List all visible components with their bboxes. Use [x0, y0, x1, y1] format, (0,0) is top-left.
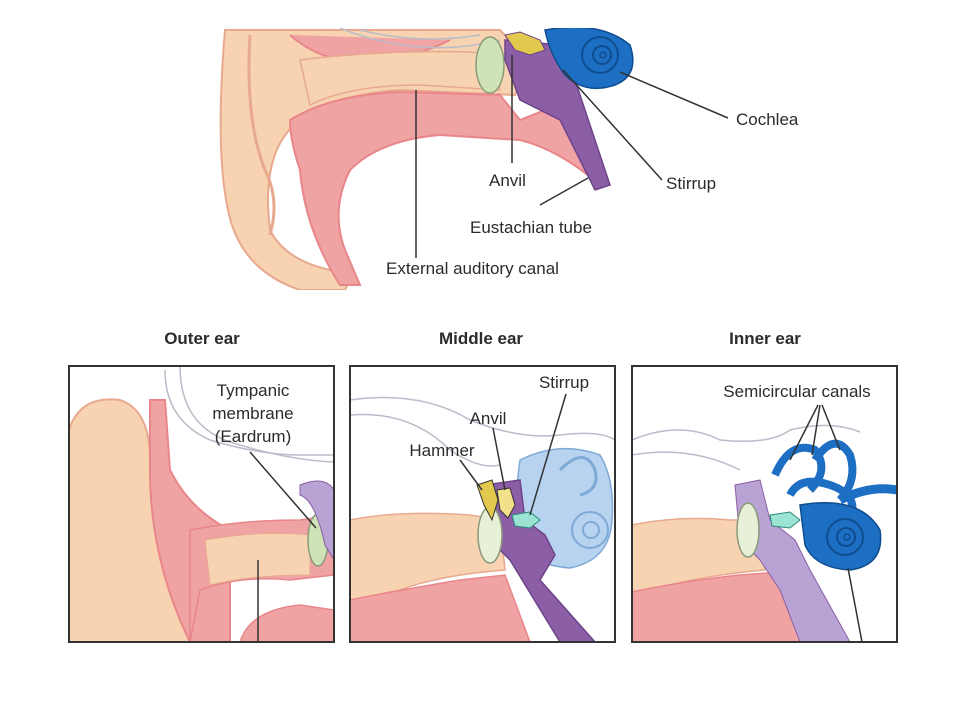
middle-canal-lower: [350, 574, 531, 642]
label-external-auditory-canal: External auditory canal: [386, 259, 559, 278]
inner-leader-cochlea: [847, 567, 863, 643]
middle-cochlea-spiral: [571, 511, 609, 549]
outer-contour: [164, 369, 334, 456]
inner-leader-canal-1: [789, 404, 819, 461]
outer-panel-frame: [68, 365, 335, 643]
inner-stirrup: [769, 511, 801, 529]
external-canal-shape: [288, 90, 603, 286]
outer-purple-edge: [299, 480, 334, 561]
middle-anvil: [496, 487, 516, 519]
panel-inner-ear: Semicircular canals: [631, 365, 898, 643]
inner-contour-2: [632, 451, 741, 471]
inner-panel-frame: [631, 365, 898, 643]
top-cochlea: [544, 28, 634, 90]
middle-panel-frame: [349, 365, 616, 643]
outer-contour-2: [179, 366, 334, 463]
label-anvil-top: Anvil: [489, 171, 526, 190]
panel-middle-ear: Stirrup Anvil Hammer: [349, 365, 616, 643]
middle-cavity: [484, 479, 597, 642]
pinna-fold: [247, 34, 276, 236]
middle-leader-stirrup: [529, 393, 567, 516]
middle-hammer: [476, 479, 499, 522]
label-hammer: Hammer: [409, 441, 475, 460]
top-ossicles: [504, 31, 546, 56]
label-tympanic-1: Tympanic: [217, 381, 290, 400]
inner-eardrum: [736, 502, 760, 558]
inner-cochlea: [799, 502, 882, 571]
label-stirrup-middle: Stirrup: [539, 373, 589, 392]
top-ear-illustration: [219, 28, 634, 290]
outer-leader-tympanic: [249, 451, 317, 529]
label-eustachian-tube: Eustachian tube: [470, 218, 592, 237]
heading-outer-ear: Outer ear: [164, 329, 240, 348]
middle-contour-1: [350, 396, 615, 441]
middle-contour-2: [350, 413, 501, 467]
middle-leader-hammer: [459, 459, 483, 491]
label-tympanic-2: membrane: [212, 404, 293, 423]
panel-outer-ear: Tympanic membrane (Eardrum): [68, 365, 335, 643]
inner-leader-canal-2: [811, 404, 821, 456]
top-eardrum: [475, 36, 505, 94]
label-semicircular-canals: Semicircular canals: [723, 382, 870, 401]
heading-inner-ear: Inner ear: [729, 329, 801, 348]
inner-leader-canal-3: [821, 404, 841, 451]
middle-canal: [350, 512, 506, 601]
label-anvil-middle: Anvil: [470, 409, 507, 428]
top-leader-lines: [415, 55, 729, 258]
middle-leader-anvil: [492, 427, 506, 491]
outer-canal-skin: [204, 532, 311, 586]
middle-canals: [558, 456, 598, 497]
inner-contour-1: [632, 424, 861, 442]
middle-stirrup: [511, 511, 541, 529]
heading-middle-ear: Middle ear: [439, 329, 523, 348]
label-cochlea: Cochlea: [736, 110, 799, 129]
label-stirrup-top: Stirrup: [666, 174, 716, 193]
label-tympanic-3: (Eardrum): [215, 427, 292, 446]
top-contour-1: [359, 29, 481, 40]
